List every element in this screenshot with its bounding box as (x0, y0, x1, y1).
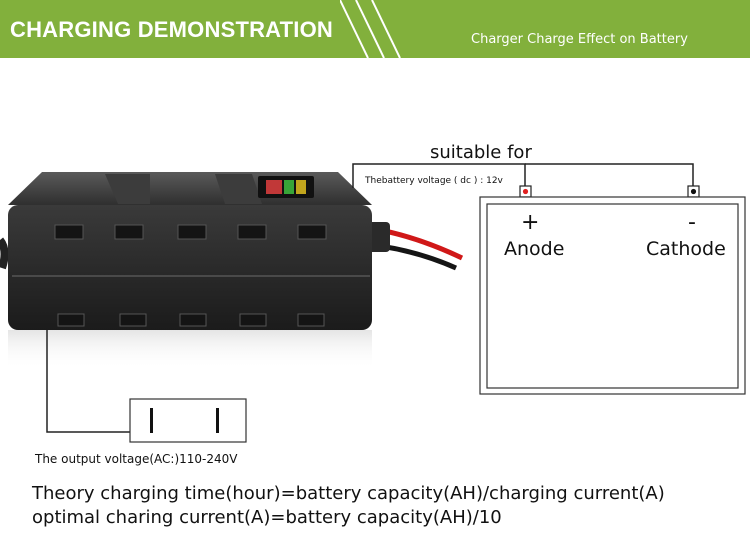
banner-title: CHARGING DEMONSTRATION (10, 17, 333, 42)
header-banner: CHARGING DEMONSTRATION Charger Charge Ef… (0, 0, 750, 58)
output-wire (46, 330, 130, 433)
battery-inner (486, 203, 739, 389)
banner-stripes (340, 0, 401, 58)
battery-outer (479, 196, 746, 395)
output-voltage-label: The output voltage(AC:)110-240V (35, 452, 238, 466)
wire-positive (352, 163, 526, 188)
formula-optimal-current: optimal charing current(A)=battery capac… (32, 507, 502, 528)
power-socket (129, 398, 247, 443)
positive-symbol: + (521, 210, 540, 235)
wire-negative (525, 163, 694, 186)
suitable-for-label: suitable for (430, 142, 532, 163)
anode-label: Anode (504, 238, 565, 260)
charger-device (0, 172, 464, 370)
battery-voltage-label: Thebattery voltage ( dc ) : 12v (365, 176, 503, 186)
formula-charging-time: Theory charging time(hour)=battery capac… (32, 483, 665, 504)
negative-symbol: - (688, 210, 696, 235)
banner-subtitle: Charger Charge Effect on Battery (471, 32, 688, 47)
cathode-label: Cathode (646, 238, 726, 260)
